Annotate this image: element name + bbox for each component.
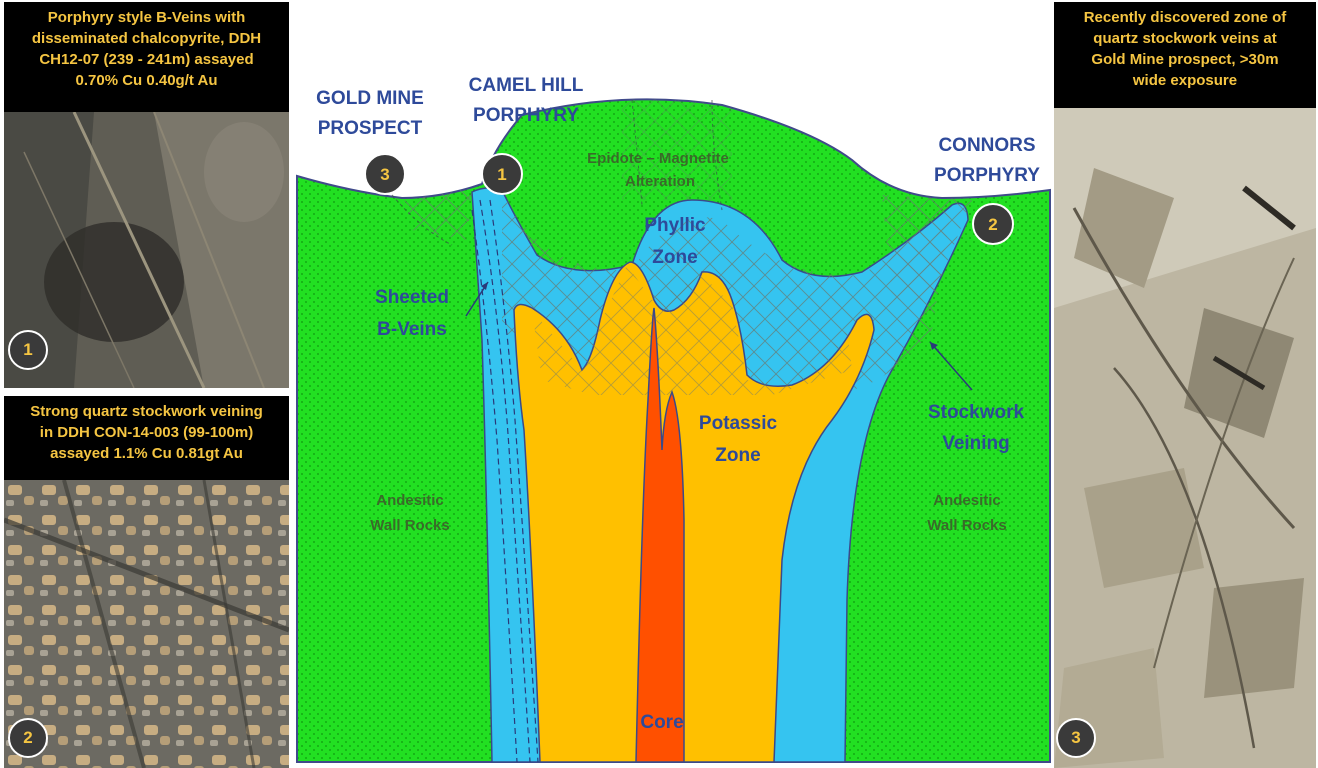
drill-core-photo-2 <box>4 480 289 768</box>
wall-rocks-left-label: Andesitic <box>376 492 444 509</box>
sheeted-veins-lines <box>471 199 539 763</box>
marker-gold-mine: 3 <box>364 153 406 195</box>
connors-label: CONNORS <box>938 135 1035 156</box>
core-region <box>635 307 685 763</box>
photo-1-caption: Porphyry style B-Veins with disseminated… <box>4 2 289 112</box>
epidote-label: Alteration <box>625 173 695 190</box>
potassic-zone-label: Potassic <box>699 413 778 434</box>
camel-hill-label: CAMEL HILL <box>469 75 584 96</box>
caption-line: Porphyry style B-Veins with <box>47 9 246 26</box>
camel-hill-label: PORPHYRY <box>473 105 579 126</box>
phyllic-zone-label: Zone <box>652 247 697 268</box>
caption-line: assayed 1.1% Cu 0.81gt Au <box>50 445 243 462</box>
outcrop-photo-3 <box>1054 108 1316 768</box>
marker-camel-hill: 1 <box>481 153 523 195</box>
stockwork-label: Veining <box>942 433 1010 454</box>
stockwork-arrow <box>929 341 973 391</box>
connors-label: PORPHYRY <box>934 165 1040 186</box>
svg-text:3: 3 <box>380 165 389 184</box>
svg-text:2: 2 <box>988 215 997 234</box>
caption-line: disseminated chalcopyrite, DDH <box>31 30 262 47</box>
caption-line: wide exposure <box>1132 72 1238 89</box>
photo-3-caption: Recently discovered zone of quartz stock… <box>1054 2 1316 108</box>
wall-rocks-right-label: Wall Rocks <box>927 517 1006 534</box>
core-label: Core <box>640 712 683 733</box>
potassic-hatch <box>532 265 852 395</box>
wall-rocks-left-label: Wall Rocks <box>370 517 449 534</box>
caption-line: Gold Mine prospect, >30m <box>1091 51 1279 68</box>
svg-text:1: 1 <box>497 165 506 184</box>
caption-line: quartz stockwork veins at <box>1093 30 1277 47</box>
stockwork-label: Stockwork <box>928 402 1025 423</box>
gold-mine-label: GOLD MINE <box>316 88 424 109</box>
caption-line: in DDH CON-14-003 (99-100m) <box>39 424 254 441</box>
photo-3-number-badge: 3 <box>1056 718 1096 758</box>
phyllic-zone-label: Phyllic <box>644 215 706 236</box>
photo-2-number-badge: 2 <box>8 718 48 758</box>
photo-2-caption: Strong quartz stockwork veining in DDH C… <box>4 396 289 480</box>
sheeted-veins-label: Sheeted <box>375 287 449 308</box>
caption-line: Recently discovered zone of <box>1083 9 1287 26</box>
wall-rocks-right-label: Andesitic <box>933 492 1001 509</box>
marker-connors: 2 <box>972 203 1014 245</box>
drill-core-photo-1 <box>4 112 289 388</box>
epidote-label: Epidote – Magnetite <box>587 150 729 167</box>
potassic-zone-label: Zone <box>715 445 760 466</box>
caption-line: 0.70% Cu 0.40g/t Au <box>75 72 218 89</box>
photo-1-number-badge: 1 <box>8 330 48 370</box>
caption-line: CH12-07 (239 - 241m) assayed <box>39 51 254 68</box>
gold-mine-label: PROSPECT <box>318 118 423 139</box>
porphyry-cross-section-diagram: 3 1 2 GOLD MINE PROSPECT CAMEL HILL PORP… <box>296 75 1051 763</box>
sheeted-veins-label: B-Veins <box>377 319 447 340</box>
dome-fracture-lines <box>391 99 723 246</box>
caption-line: Strong quartz stockwork veining <box>30 403 263 420</box>
